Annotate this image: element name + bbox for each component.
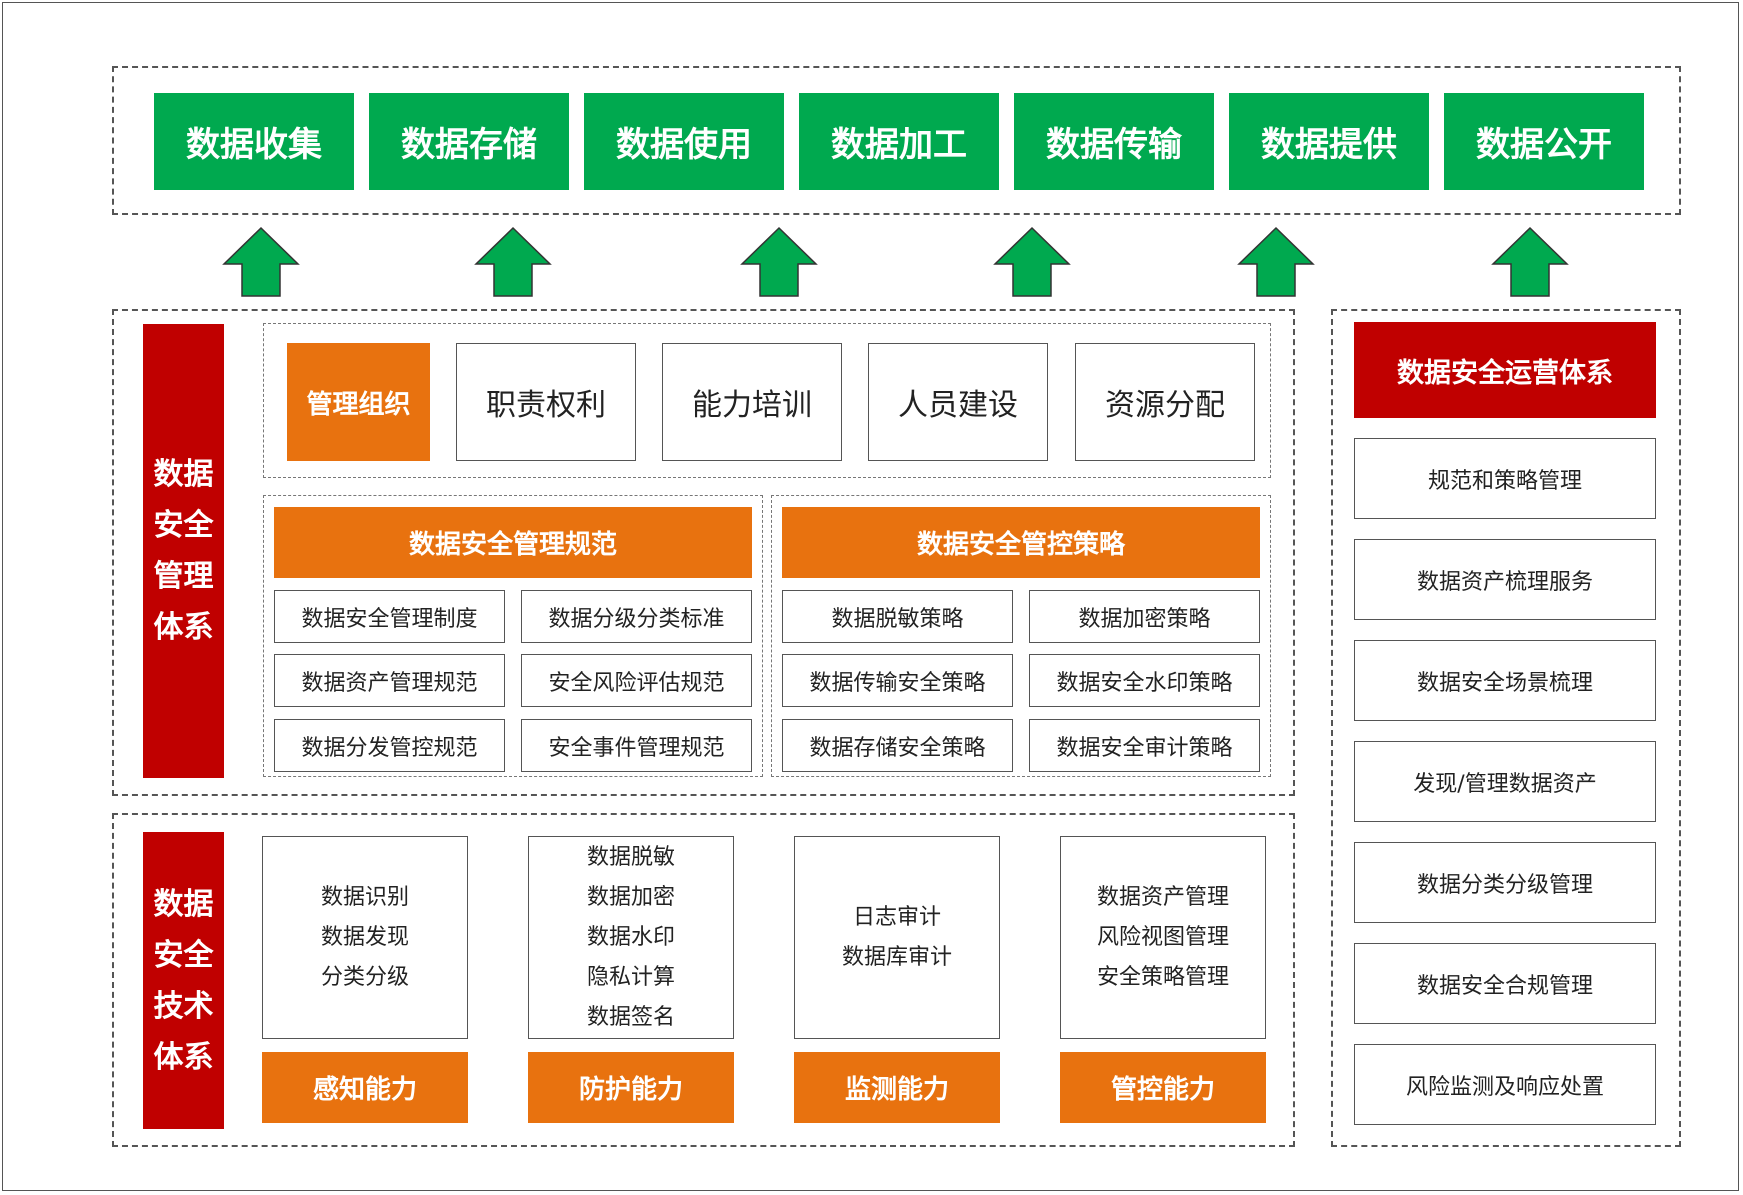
norm-item: 安全事件管理规范 <box>521 719 752 772</box>
org-container <box>263 323 1271 478</box>
capability-item: 日志审计 <box>852 904 941 930</box>
lifecycle-store: 数据存储 <box>369 93 569 190</box>
org-item: 能力培训 <box>662 343 842 461</box>
strategy-item: 数据加密策略 <box>1029 590 1260 643</box>
up-arrow-icon <box>1491 226 1569 297</box>
capability-label: 感知能力 <box>262 1052 468 1123</box>
capability-item: 数据发现 <box>320 924 409 950</box>
operations-item: 数据安全合规管理 <box>1354 943 1656 1024</box>
capability-item: 数据加密 <box>586 884 675 910</box>
capability-item: 数据识别 <box>320 884 409 910</box>
org-item: 人员建设 <box>868 343 1048 461</box>
capability-items-box: 数据资产管理 风险视图管理 安全策略管理 <box>1060 836 1266 1039</box>
capability-item: 风险视图管理 <box>1096 924 1229 950</box>
operations-item: 数据分类分级管理 <box>1354 842 1656 923</box>
capability-item: 数据水印 <box>586 924 675 950</box>
capability-items-box: 数据识别 数据发现 分类分级 <box>262 836 468 1039</box>
lifecycle-process: 数据加工 <box>799 93 999 190</box>
operations-item: 发现/管理数据资产 <box>1354 741 1656 822</box>
capability-item: 数据资产管理 <box>1096 884 1229 910</box>
norm-item: 数据分级分类标准 <box>521 590 752 643</box>
operations-item: 风险监测及响应处置 <box>1354 1044 1656 1125</box>
up-arrow-icon <box>1237 226 1315 297</box>
up-arrow-icon <box>740 226 818 297</box>
org-label: 管理组织 <box>287 343 430 461</box>
up-arrow-icon <box>222 226 300 297</box>
capability-label: 防护能力 <box>528 1052 734 1123</box>
up-arrow-icon <box>474 226 552 297</box>
org-item: 职责权利 <box>456 343 636 461</box>
capability-item: 分类分级 <box>320 964 409 990</box>
lifecycle-publish: 数据公开 <box>1444 93 1644 190</box>
lifecycle-use: 数据使用 <box>584 93 784 190</box>
technology-title-line: 体系 <box>153 1039 214 1075</box>
norms-container <box>263 495 763 777</box>
management-container <box>112 309 1295 796</box>
capability-item: 安全策略管理 <box>1096 964 1229 990</box>
org-item: 资源分配 <box>1075 343 1255 461</box>
capability-item: 数据库审计 <box>841 944 952 970</box>
strategies-container <box>771 495 1271 777</box>
technology-title: 数据 安全 技术 体系 <box>143 832 224 1129</box>
up-arrow-icon <box>993 226 1071 297</box>
strategy-item: 数据存储安全策略 <box>782 719 1013 772</box>
technology-title-line: 技术 <box>153 988 214 1024</box>
technology-title-line: 安全 <box>153 937 214 973</box>
capability-label: 管控能力 <box>1060 1052 1266 1123</box>
strategy-item: 数据安全审计策略 <box>1029 719 1260 772</box>
capability-items-box: 日志审计 数据库审计 <box>794 836 1000 1039</box>
operations-title: 数据安全运营体系 <box>1354 322 1656 418</box>
strategy-item: 数据安全水印策略 <box>1029 654 1260 707</box>
strategy-item: 数据脱敏策略 <box>782 590 1013 643</box>
lifecycle-container <box>112 66 1681 215</box>
management-title-line: 管理 <box>153 559 214 594</box>
lifecycle-transmit: 数据传输 <box>1014 93 1214 190</box>
lifecycle-provide: 数据提供 <box>1229 93 1429 190</box>
capability-items-box: 数据脱敏 数据加密 数据水印 隐私计算 数据签名 <box>528 836 734 1039</box>
technology-container <box>112 813 1295 1147</box>
capability-item: 隐私计算 <box>586 964 675 990</box>
strategy-item: 数据传输安全策略 <box>782 654 1013 707</box>
norm-item: 数据安全管理制度 <box>274 590 505 643</box>
management-title: 数据 安全 管理 体系 <box>143 324 224 778</box>
capability-label: 监测能力 <box>794 1052 1000 1123</box>
capability-item: 数据脱敏 <box>586 844 675 870</box>
norm-item: 数据资产管理规范 <box>274 654 505 707</box>
management-title-line: 安全 <box>153 508 214 543</box>
norms-title: 数据安全管理规范 <box>274 507 752 578</box>
norm-item: 安全风险评估规范 <box>521 654 752 707</box>
operations-container <box>1331 309 1681 1147</box>
management-title-line: 数据 <box>153 457 214 492</box>
operations-item: 规范和策略管理 <box>1354 438 1656 519</box>
strategies-title: 数据安全管控策略 <box>782 507 1260 578</box>
lifecycle-collect: 数据收集 <box>154 93 354 190</box>
capability-item: 数据签名 <box>586 1004 675 1030</box>
technology-title-line: 数据 <box>153 886 214 922</box>
operations-item: 数据资产梳理服务 <box>1354 539 1656 620</box>
management-title-line: 体系 <box>153 610 214 645</box>
operations-item: 数据安全场景梳理 <box>1354 640 1656 721</box>
norm-item: 数据分发管控规范 <box>274 719 505 772</box>
